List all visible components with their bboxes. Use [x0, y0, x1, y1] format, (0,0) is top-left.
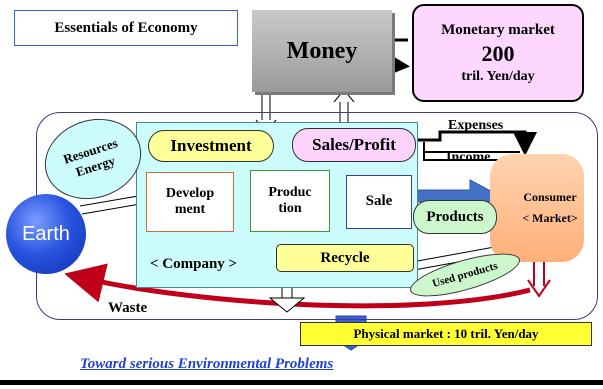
recycle-label: Recycle	[320, 249, 370, 266]
recycle-box: Recycle	[276, 244, 414, 272]
diagram-title: Essentials of Economy	[14, 10, 238, 46]
production-line2: tion	[278, 201, 302, 216]
expenses-label: Expenses	[448, 118, 504, 133]
consumer-label: Consumer	[523, 190, 577, 204]
earth-globe: Earth	[6, 194, 86, 274]
development-line1: Develop	[165, 185, 215, 201]
earth-label: Earth	[22, 222, 70, 245]
bottom-rule	[0, 380, 603, 385]
sale-label: Sale	[365, 193, 393, 210]
development-box: Develop ment	[146, 172, 234, 232]
company-label: < Company >	[150, 256, 238, 272]
money-label: Money	[286, 37, 358, 64]
physical-market-box: Physical market : 10 tril. Yen/day	[300, 322, 592, 346]
investment-pill: Investment	[148, 130, 274, 162]
monetary-market-box: Monetary market 200 tril. Yen/day	[412, 4, 584, 102]
development-line2: ment	[174, 202, 206, 217]
consumer-market-box: Consumer < Market>	[490, 154, 584, 262]
products-pill: Products	[413, 200, 497, 234]
market-label: < Market>	[522, 211, 578, 225]
investment-label: Investment	[170, 136, 252, 155]
income-label: Income	[446, 150, 491, 165]
sale-box: Sale	[346, 175, 412, 229]
title-text: Essentials of Economy	[54, 19, 198, 36]
consumer-waste-arrow	[527, 262, 551, 298]
waste-label: Waste	[108, 300, 148, 316]
sales-profit-pill: Sales/Profit	[292, 128, 416, 162]
sales-profit-label: Sales/Profit	[312, 135, 396, 154]
monetary-market-value: 200	[481, 40, 515, 66]
physical-market-label: Physical market : 10 tril. Yen/day	[353, 326, 539, 341]
monetary-market-title: Monetary market	[441, 21, 555, 38]
products-label: Products	[426, 208, 484, 225]
monetary-market-unit: tril. Yen/day	[461, 68, 535, 84]
production-box: Produc tion	[250, 170, 330, 232]
company-down-arrow	[268, 286, 306, 313]
toward-caption: Toward serious Environmental Problems	[80, 356, 334, 372]
money-box: Money	[252, 10, 392, 92]
production-line1: Produc	[268, 184, 312, 200]
